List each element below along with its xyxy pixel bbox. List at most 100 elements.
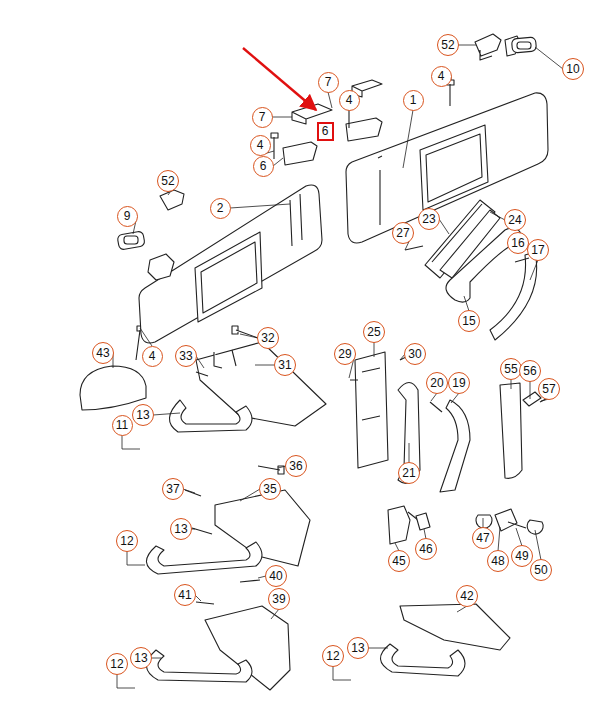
callout-number: 4 xyxy=(142,346,163,367)
callout-number: 7 xyxy=(318,72,339,93)
callout-label: 46 xyxy=(419,543,432,555)
callout-number: 48 xyxy=(487,550,509,572)
callout-number: 13 xyxy=(132,404,154,426)
callout-label: 12 xyxy=(120,535,133,547)
callout-label: 13 xyxy=(134,652,147,664)
callout-number: 13 xyxy=(130,647,152,669)
callout-label: 42 xyxy=(460,590,473,602)
callout-label: 27 xyxy=(396,227,409,239)
callout-number: 37 xyxy=(162,478,184,500)
callout-label: 2 xyxy=(217,202,224,214)
callout-number: 52 xyxy=(157,170,179,192)
callout-number: 33 xyxy=(175,345,197,367)
callout-number: 56 xyxy=(519,360,541,382)
callout-number: 46 xyxy=(415,538,437,560)
callout-number: 13 xyxy=(347,637,369,659)
callout-label: 32 xyxy=(261,332,274,344)
callout-label: 19 xyxy=(452,377,465,389)
callout-label: 11 xyxy=(116,419,128,431)
callout-label: 43 xyxy=(96,347,109,359)
callout-label: 49 xyxy=(515,550,528,562)
callout-label: 25 xyxy=(367,326,380,338)
callout-label: 35 xyxy=(263,483,276,495)
callout-number: 4 xyxy=(431,66,452,87)
callout-number: 36 xyxy=(285,455,307,477)
callout-label: 16 xyxy=(511,237,524,249)
highlighted-callout: 6 xyxy=(317,122,334,141)
callout-label: 6 xyxy=(260,160,267,172)
callout-label: 57 xyxy=(542,383,555,395)
callout-label: 36 xyxy=(289,460,302,472)
callout-number: 40 xyxy=(265,565,287,587)
callout-label: 4 xyxy=(438,70,445,82)
callout-number: 23 xyxy=(418,208,440,230)
callout-number: 4 xyxy=(250,135,271,156)
red-pointer-arrow xyxy=(243,48,316,110)
callout-number: 45 xyxy=(388,550,410,572)
callout-number: 43 xyxy=(92,342,114,364)
callout-label: 52 xyxy=(441,39,454,51)
callout-label: 12 xyxy=(326,650,339,662)
callout-number: 25 xyxy=(363,321,385,343)
callout-number: 12 xyxy=(106,653,128,675)
callout-label: 52 xyxy=(161,175,174,187)
callout-label: 7 xyxy=(325,76,332,88)
callout-label: 24 xyxy=(508,214,521,226)
callout-label: 39 xyxy=(272,593,285,605)
callout-number: 19 xyxy=(448,372,470,394)
callout-number: 11 xyxy=(112,415,133,436)
callout-number: 49 xyxy=(511,545,533,567)
callout-number: 39 xyxy=(268,588,290,610)
callout-label: 29 xyxy=(338,348,351,360)
callout-number: 32 xyxy=(257,327,279,349)
callout-label: 1 xyxy=(410,94,417,106)
callout-label: 13 xyxy=(174,523,187,535)
callout-label: 47 xyxy=(476,532,489,544)
callout-label: 31 xyxy=(278,359,291,371)
callout-number: 31 xyxy=(274,354,296,376)
callout-number: 13 xyxy=(170,518,192,540)
callout-number: 41 xyxy=(174,584,196,606)
callout-number: 16 xyxy=(507,232,529,254)
callout-number: 29 xyxy=(334,343,356,365)
callout-number: 21 xyxy=(398,462,420,484)
callout-number: 24 xyxy=(504,209,526,231)
callout-label: 15 xyxy=(462,315,475,327)
callout-number: 27 xyxy=(392,222,414,244)
callout-label: 56 xyxy=(523,365,536,377)
callout-label: 6 xyxy=(322,125,329,137)
callout-label: 23 xyxy=(422,213,435,225)
callout-number: 6 xyxy=(253,156,274,177)
callout-number: 35 xyxy=(259,478,281,500)
callout-label: 20 xyxy=(430,377,443,389)
callout-label: 21 xyxy=(402,467,415,479)
callout-label: 33 xyxy=(179,350,192,362)
callout-label: 4 xyxy=(149,350,156,362)
callout-number: 4 xyxy=(339,90,360,111)
callout-number: 2 xyxy=(210,198,231,219)
callout-number: 30 xyxy=(404,343,426,365)
callout-number: 1 xyxy=(403,90,424,111)
callout-label: 10 xyxy=(566,63,579,75)
callout-number: 20 xyxy=(426,372,448,394)
callout-number: 12 xyxy=(322,645,344,667)
callout-label: 17 xyxy=(531,244,544,256)
callout-label: 4 xyxy=(257,139,264,151)
callout-label: 48 xyxy=(491,555,504,567)
callout-number: 7 xyxy=(252,107,273,128)
callout-number: 42 xyxy=(456,585,478,607)
callout-number: 47 xyxy=(472,527,494,549)
callout-number: 57 xyxy=(538,378,560,400)
callout-label: 13 xyxy=(351,642,364,654)
callout-number: 9 xyxy=(117,206,138,227)
callout-number: 15 xyxy=(458,310,480,332)
callout-label: 41 xyxy=(178,589,191,601)
callout-number: 17 xyxy=(527,239,549,261)
callout-label: 30 xyxy=(408,348,421,360)
callout-label: 37 xyxy=(166,483,179,495)
callout-label: 4 xyxy=(346,94,353,106)
callout-label: 7 xyxy=(259,111,266,123)
callout-label: 40 xyxy=(269,570,282,582)
callout-label: 45 xyxy=(392,555,405,567)
callout-label: 55 xyxy=(504,363,517,375)
